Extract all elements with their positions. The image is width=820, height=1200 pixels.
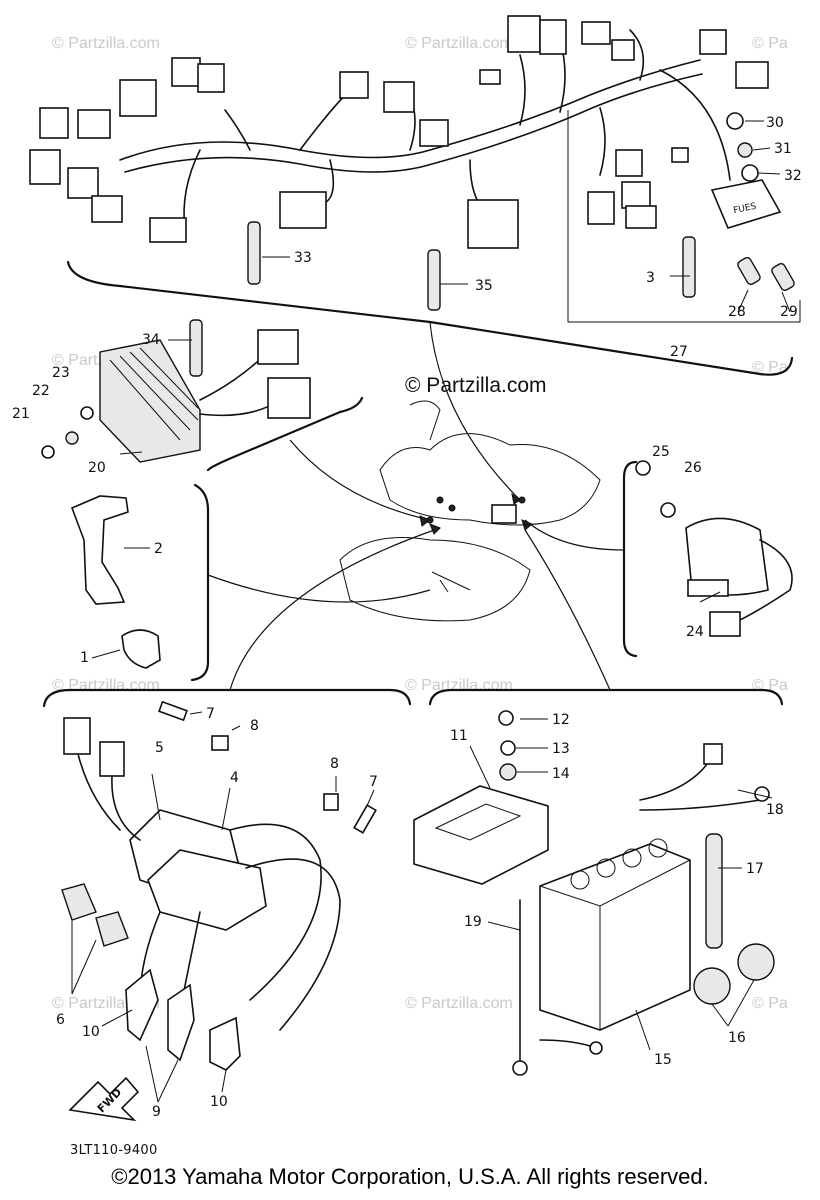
cable-tie-34 — [189, 319, 203, 377]
callout-22: 22 — [32, 383, 50, 399]
callout-1: 1 — [80, 650, 89, 666]
fuse-29 — [771, 263, 795, 291]
callout-3: 3 — [646, 270, 655, 286]
callout-numbers: 33 35 3 28 29 27 30 31 32 34 23 22 21 20… — [12, 115, 802, 1120]
ignition-coils: FWD — [61, 700, 377, 1122]
center-watermark: © Partzilla.com — [405, 374, 547, 397]
callout-13: 13 — [552, 741, 570, 757]
bushing-8 — [323, 793, 339, 811]
callout-20: 20 — [88, 460, 106, 476]
bolt-7 — [158, 700, 188, 722]
callout-6: 6 — [56, 1012, 65, 1028]
callout-23: 23 — [52, 365, 70, 381]
callout-32: 32 — [784, 168, 802, 184]
fwd-arrow: FWD — [68, 1076, 140, 1122]
callout-21: 21 — [12, 406, 30, 422]
plug-cap-10 — [125, 968, 159, 1042]
motorcycle-frame-outline — [339, 400, 601, 622]
callout-33: 33 — [294, 250, 312, 266]
nut-25 — [635, 460, 651, 476]
bolt-7 — [353, 804, 377, 834]
callout-15: 15 — [654, 1052, 672, 1068]
callout-28: 28 — [728, 304, 746, 320]
callout-12: 12 — [552, 712, 570, 728]
wire-harness: FUES — [29, 15, 795, 377]
fuse-box: FUES — [710, 179, 782, 229]
nut-13 — [500, 740, 516, 756]
callout-8a: 8 — [250, 718, 259, 734]
watermarks: © Partzilla.com © Partzilla.com © Pa © P… — [52, 35, 788, 1012]
callout-4: 4 — [230, 770, 239, 786]
callout-10b: 10 — [210, 1094, 228, 1110]
plug-cap-10 — [209, 1016, 241, 1071]
watermark-text: © Partzilla.com — [52, 35, 160, 52]
callout-24: 24 — [686, 624, 704, 640]
watermark-text: © Partzilla.com — [405, 995, 513, 1012]
breather-hose-17 — [705, 833, 723, 949]
cable-tie-3 — [682, 236, 696, 298]
callout-leaders — [71, 120, 791, 1103]
arrows-to-frame — [207, 321, 625, 691]
cable-tie-35 — [427, 249, 441, 311]
cable-tie-33 — [247, 221, 261, 285]
watermark-text: © Partzilla.com — [405, 677, 513, 694]
bolt-21 — [41, 445, 55, 459]
fuse-28 — [737, 257, 761, 285]
bolt-30 — [726, 112, 744, 130]
washer-31 — [737, 142, 753, 158]
callout-27: 27 — [670, 344, 688, 360]
callout-14: 14 — [552, 766, 570, 782]
callout-26: 26 — [684, 460, 702, 476]
callout-35: 35 — [475, 278, 493, 294]
callout-9: 9 — [152, 1104, 161, 1120]
washer-23 — [80, 406, 94, 420]
callout-18: 18 — [766, 802, 784, 818]
bolt-12 — [498, 710, 514, 726]
washer-14 — [499, 763, 517, 781]
callout-11: 11 — [450, 728, 468, 744]
callout-5: 5 — [155, 740, 164, 756]
callout-8b: 8 — [330, 756, 339, 772]
callout-7b: 7 — [369, 774, 378, 790]
connector — [267, 377, 311, 419]
connector — [703, 743, 723, 765]
bracket-and-clamp — [70, 495, 161, 669]
watermark-text: © Partzilla.com — [405, 35, 513, 52]
callout-31: 31 — [774, 141, 792, 157]
relay-unit — [635, 460, 793, 637]
callout-29: 29 — [780, 304, 798, 320]
callout-2: 2 — [154, 541, 163, 557]
drawing-code: 3LT110-9400 — [70, 1143, 158, 1158]
damper-16 — [737, 943, 775, 981]
callout-16: 16 — [728, 1030, 746, 1046]
connector — [63, 717, 91, 755]
damper-16 — [693, 967, 731, 1005]
nut-32 — [741, 164, 759, 182]
fuse-box-label: FUES — [733, 202, 758, 217]
ignitor-and-battery — [413, 710, 775, 1076]
copyright-notice: ©2013 Yamaha Motor Corporation, U.S.A. A… — [111, 1164, 709, 1189]
callout-25: 25 — [652, 444, 670, 460]
watermark-text: © Pa — [752, 35, 788, 52]
watermark-text: © Partzilla.com — [52, 677, 160, 694]
washer-22 — [65, 431, 79, 445]
rectifier-regulator — [41, 329, 311, 463]
nut-26 — [660, 502, 676, 518]
callout-34: 34 — [142, 332, 160, 348]
connector — [99, 741, 125, 777]
callout-19: 19 — [464, 914, 482, 930]
callout-30: 30 — [766, 115, 784, 131]
callout-10a: 10 — [82, 1024, 100, 1040]
bushing-8 — [211, 735, 229, 751]
parts-diagram: © Partzilla.com © Partzilla.com © Pa © P… — [12, 15, 802, 1122]
connector — [257, 329, 299, 365]
callout-17: 17 — [746, 861, 764, 877]
watermark-text: © Pa — [752, 995, 788, 1012]
callout-7a: 7 — [206, 706, 215, 722]
plug-cap-9 — [167, 983, 195, 1062]
watermark-text: © Pa — [752, 359, 788, 376]
